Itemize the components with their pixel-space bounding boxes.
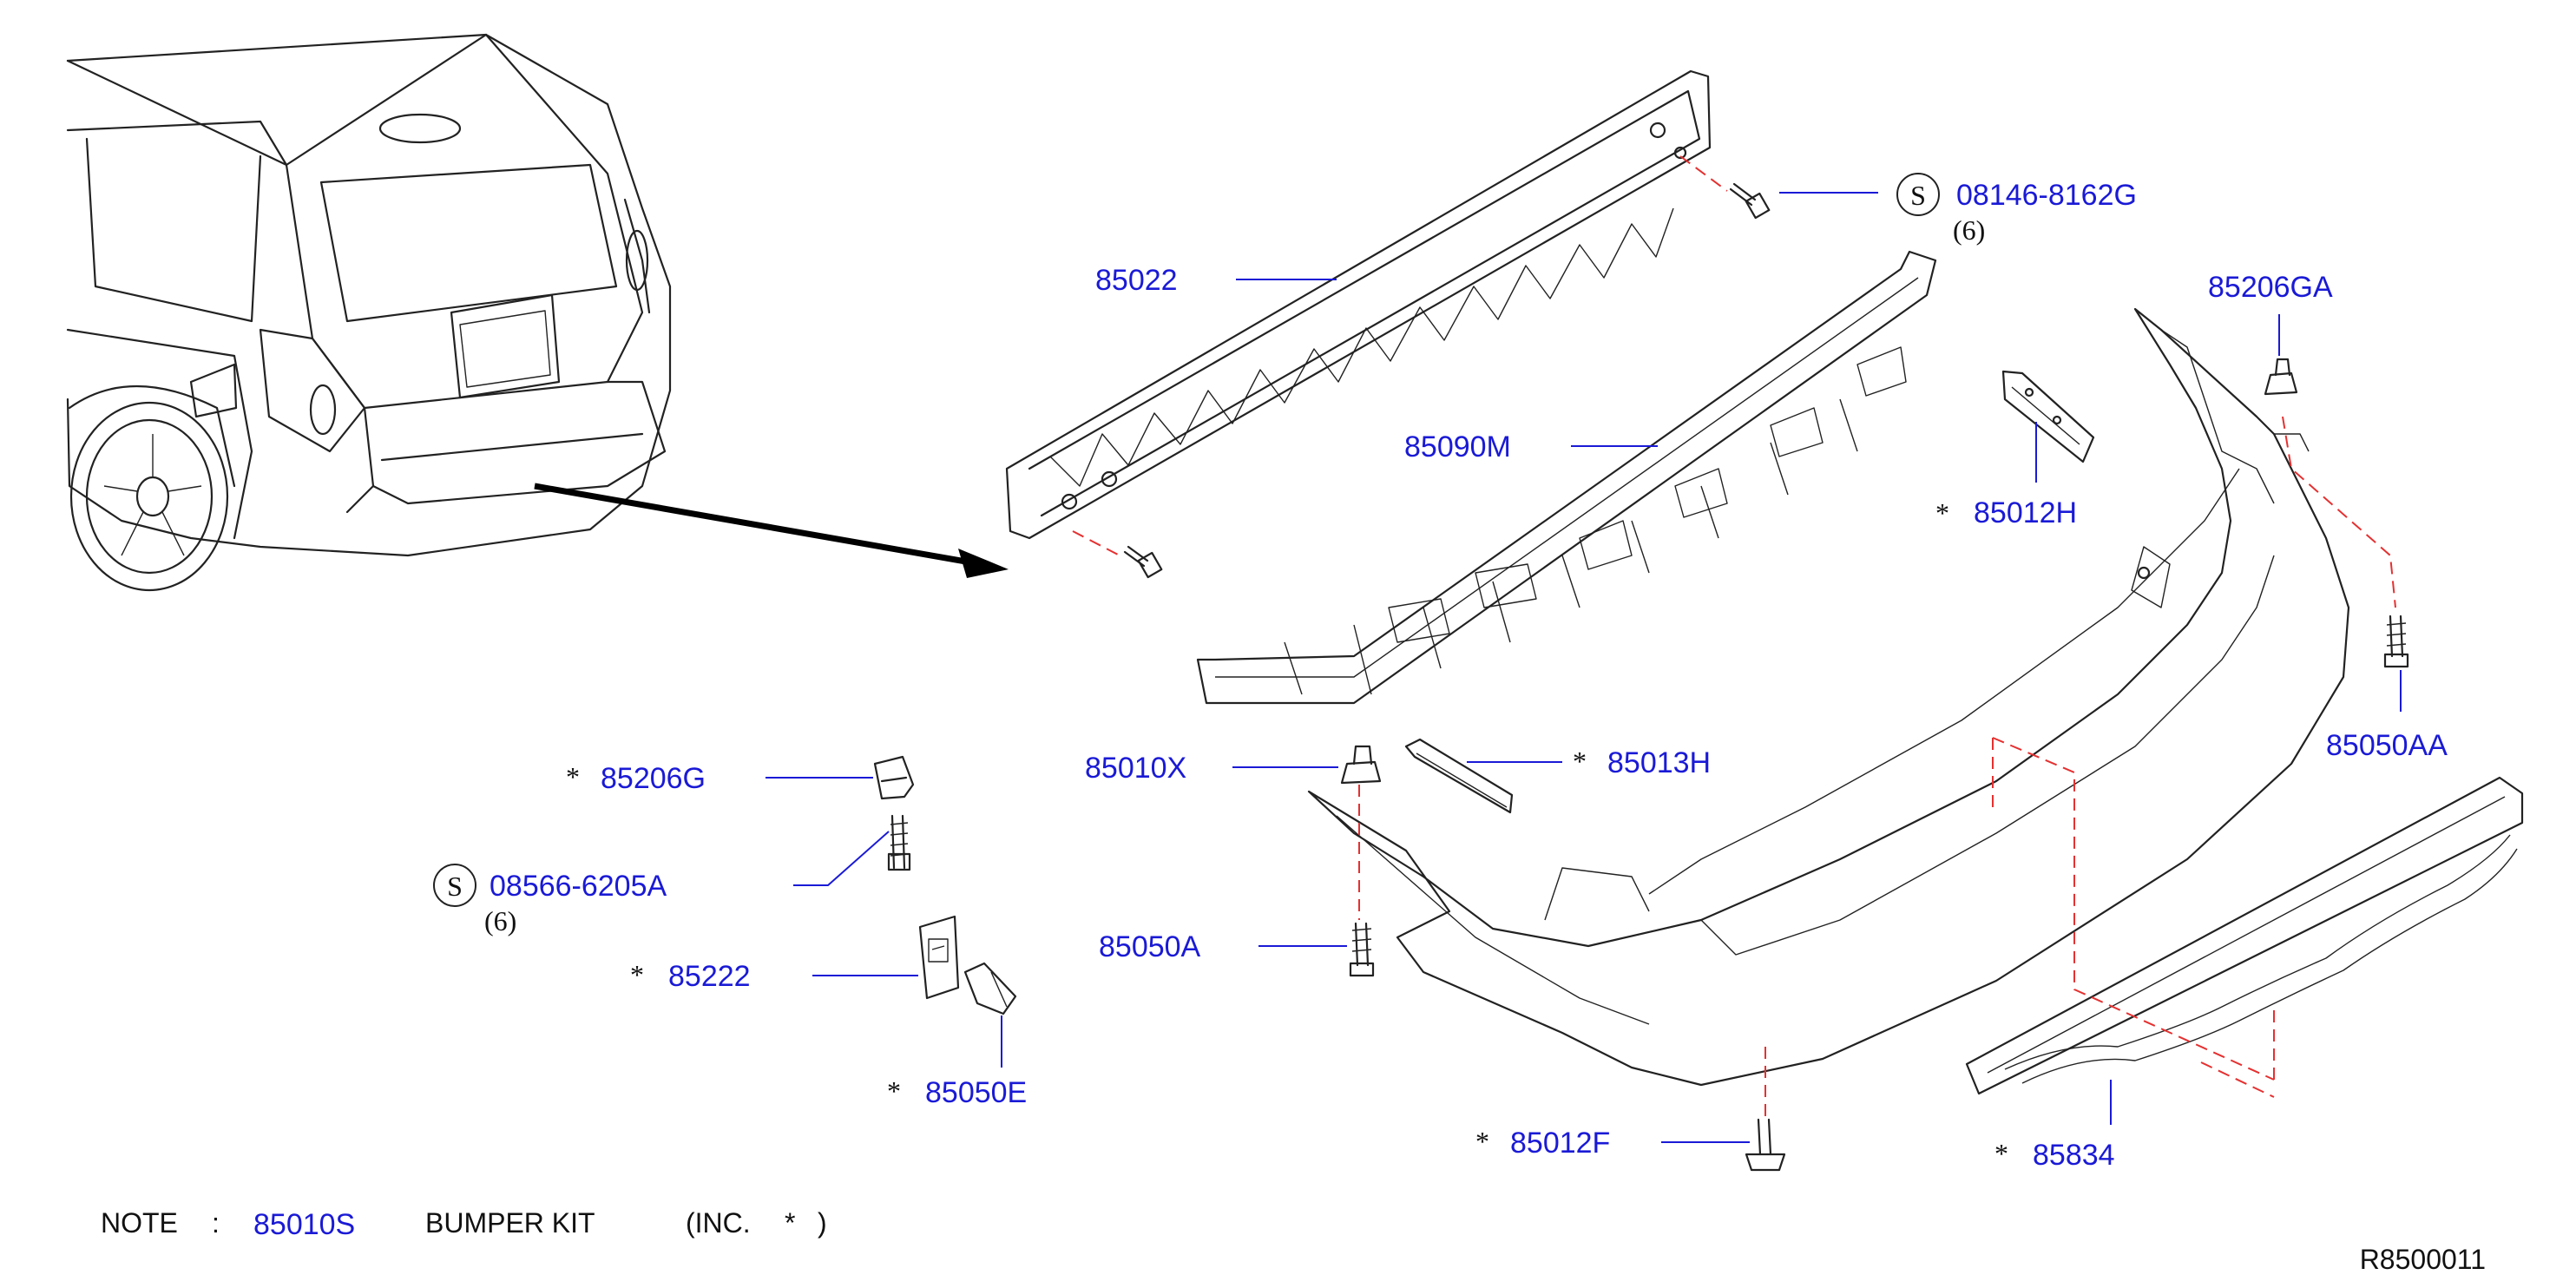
standard-part-marker-icon (1896, 173, 1940, 216)
included-marker: * (630, 959, 644, 990)
beam-bolt-right-icon (1729, 182, 1771, 220)
screw-85050A-icon (1349, 922, 1375, 977)
standard-part-symbol: S (447, 871, 463, 902)
included-marker: * (1573, 746, 1587, 777)
part-label-85012F[interactable]: 85012F (1510, 1127, 1610, 1160)
part-label-85050E[interactable]: 85050E (925, 1076, 1027, 1109)
bracket-85222-icon (918, 915, 960, 1000)
beam-bolt-left-icon (1123, 545, 1163, 579)
note-colon: : (212, 1207, 220, 1239)
screw-85050AA-icon (2383, 614, 2409, 668)
part-label-85012H[interactable]: 85012H (1974, 496, 2077, 529)
part-label-85013H[interactable]: 85013H (1607, 746, 1711, 779)
part-label-85206GA[interactable]: 85206GA (2208, 271, 2333, 304)
leader-lines (766, 192, 2402, 1143)
standard-part-marker-icon (433, 864, 476, 907)
included-marker: * (566, 761, 580, 792)
screw-08566-6205A-icon (887, 814, 911, 871)
step-pad-85834 (1965, 776, 2524, 1095)
part-label-85010X[interactable]: 85010X (1085, 752, 1186, 785)
energy-absorber-85090M (1196, 250, 1937, 705)
part-label-85050AA[interactable]: 85050AA (2326, 729, 2448, 762)
note-prefix: NOTE (101, 1207, 178, 1239)
note-kit-code[interactable]: 85010S (253, 1208, 355, 1241)
part-label-85050A[interactable]: 85050A (1099, 930, 1201, 963)
part-label-85834[interactable]: 85834 (2033, 1139, 2115, 1172)
included-marker: * (887, 1075, 901, 1107)
bumper-reinforcement-85022 (1005, 69, 1728, 556)
kit-note: NOTE : 85010S BUMPER KIT (INC. * ) (101, 1207, 827, 1241)
bracket-85012H-icon (2001, 370, 2095, 463)
clip-85012F-icon (1745, 1118, 1786, 1172)
note-kit-name: BUMPER KIT (425, 1207, 595, 1239)
diagram-reference-code: R8500011 (2360, 1244, 2486, 1275)
part-label-85222[interactable]: 85222 (668, 960, 751, 993)
part-qty-08146: (6) (1953, 214, 1985, 246)
bumper-fascia (1307, 307, 2350, 1087)
clip-85010X-icon (1340, 745, 1382, 785)
part-label-08146-8162G[interactable]: 08146-8162G (1956, 179, 2137, 212)
part-label-85090M[interactable]: 85090M (1404, 430, 1511, 463)
standard-part-symbol: S (1910, 180, 1926, 211)
bracket-85013H-icon (1404, 738, 1514, 814)
alignment-lines (1358, 416, 2396, 1120)
included-marker: * (1475, 1126, 1489, 1157)
clip-85206G-icon (873, 755, 915, 800)
included-marker: * (1935, 497, 1949, 529)
part-label-85206G[interactable]: 85206G (601, 762, 706, 795)
note-includes: (INC. (686, 1207, 751, 1239)
clip-85050E-icon (963, 962, 1017, 1015)
note-includes-close: ) (818, 1207, 827, 1239)
clip-85206GA-icon (2264, 358, 2298, 396)
part-qty-08566: (6) (484, 905, 516, 936)
vehicle-rear-illustration (66, 33, 1009, 592)
part-label-85022[interactable]: 85022 (1095, 264, 1178, 297)
note-includes-star: * (785, 1207, 795, 1239)
included-marker: * (1994, 1138, 2008, 1169)
part-label-08566-6205A[interactable]: 08566-6205A (490, 870, 667, 903)
